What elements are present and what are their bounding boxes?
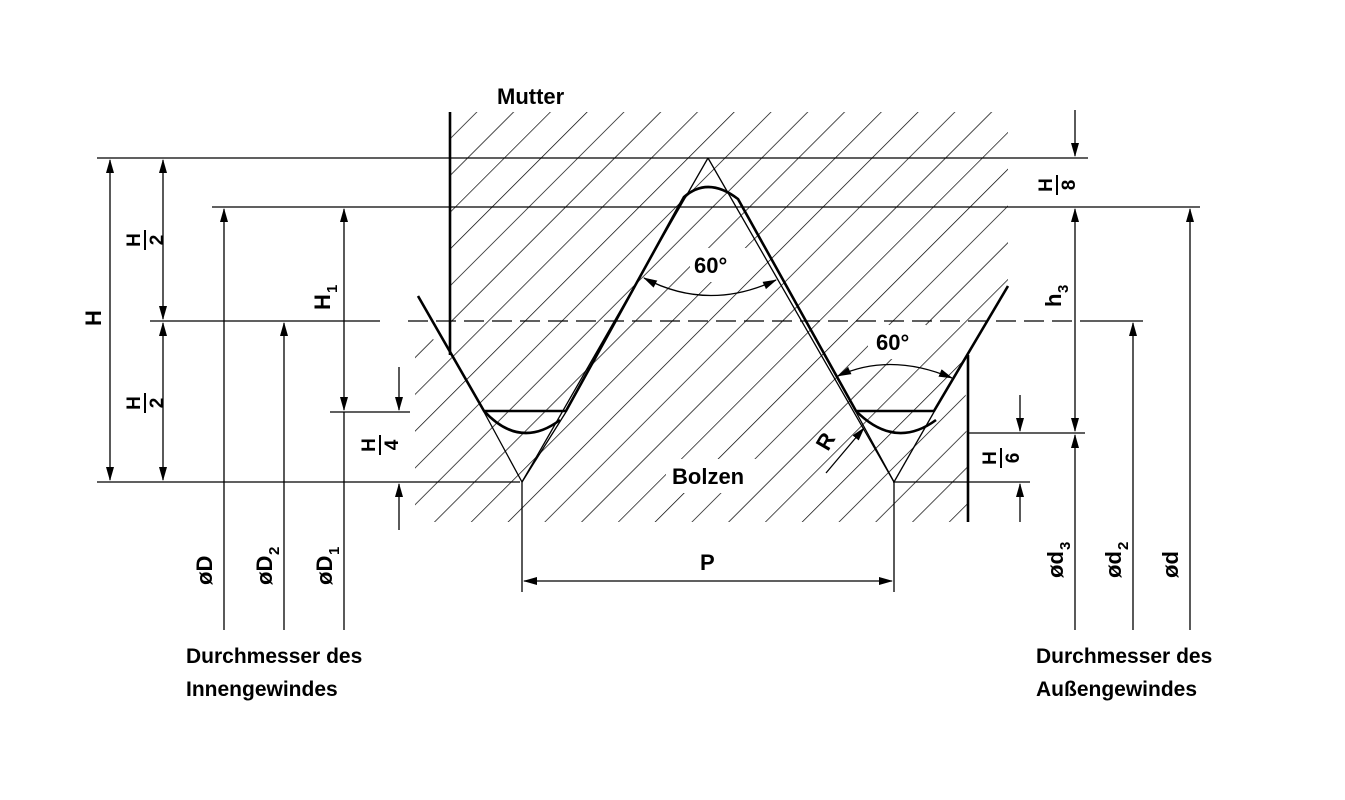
svg-text:øD: øD [252,556,277,585]
thread-outline [416,112,1010,522]
svg-text:H: H [1036,178,1057,192]
diameter-d-label: ød [1158,551,1183,578]
angle-right-bg [868,325,926,359]
internal-caption-line1: Durchmesser des [186,645,362,668]
svg-text:1: 1 [326,547,343,555]
svg-text:H: H [124,233,145,247]
svg-text:øD: øD [312,556,337,585]
fraction-eighth: H 8 [1036,175,1080,195]
svg-text:6: 6 [1003,453,1024,464]
svg-text:øD: øD [192,556,217,585]
svg-text:ød: ød [1101,551,1126,578]
angle-right-label: 60° [876,330,909,355]
radius-leader [825,427,865,474]
right-dimensions [1016,110,1194,630]
fraction-quarter: H 4 [359,435,403,455]
svg-text:2: 2 [147,235,168,246]
left-dimensions [106,159,403,630]
reference-lines [97,157,1200,483]
svg-text:h: h [1041,294,1066,307]
svg-text:2: 2 [266,547,283,555]
svg-text:2: 2 [1115,542,1132,550]
pitch-label: P [700,550,715,575]
nut-label: Mutter [497,84,565,109]
svg-text:2: 2 [147,398,168,409]
angle-arcs [643,277,953,379]
svg-text:1: 1 [324,285,341,293]
h1-label: H 1 [310,285,341,310]
fraction-sixth: H 6 [980,448,1024,468]
svg-text:H: H [359,438,380,452]
diameter-d2-label: ød 2 [1101,542,1132,578]
diameter-D-label: øD [192,556,217,585]
bolt-label: Bolzen [672,464,744,489]
diameter-d3-label: ød 3 [1043,542,1074,578]
height-label: H [81,310,106,326]
h3-label: h 3 [1041,285,1072,307]
svg-text:3: 3 [1055,285,1072,293]
fraction-half-bottom: H 2 [124,393,168,413]
svg-text:H: H [124,396,145,410]
svg-text:3: 3 [1057,542,1074,550]
svg-text:H: H [310,294,335,310]
internal-caption-line2: Innengewindes [186,678,338,701]
svg-text:ød: ød [1043,551,1068,578]
angle-top-label: 60° [694,253,727,278]
external-caption-line1: Durchmesser des [1036,645,1212,668]
diameter-D2-label: øD 2 [252,547,283,585]
fraction-half-top: H 2 [124,230,168,250]
svg-text:H: H [980,451,1001,465]
external-caption-line2: Außengewindes [1036,678,1197,701]
svg-text:ød: ød [1158,551,1183,578]
bolt-label-bg [666,459,756,493]
svg-text:4: 4 [382,439,403,450]
svg-text:8: 8 [1059,180,1080,191]
angle-top-bg [690,248,746,282]
diameter-D1-label: øD 1 [312,547,343,585]
